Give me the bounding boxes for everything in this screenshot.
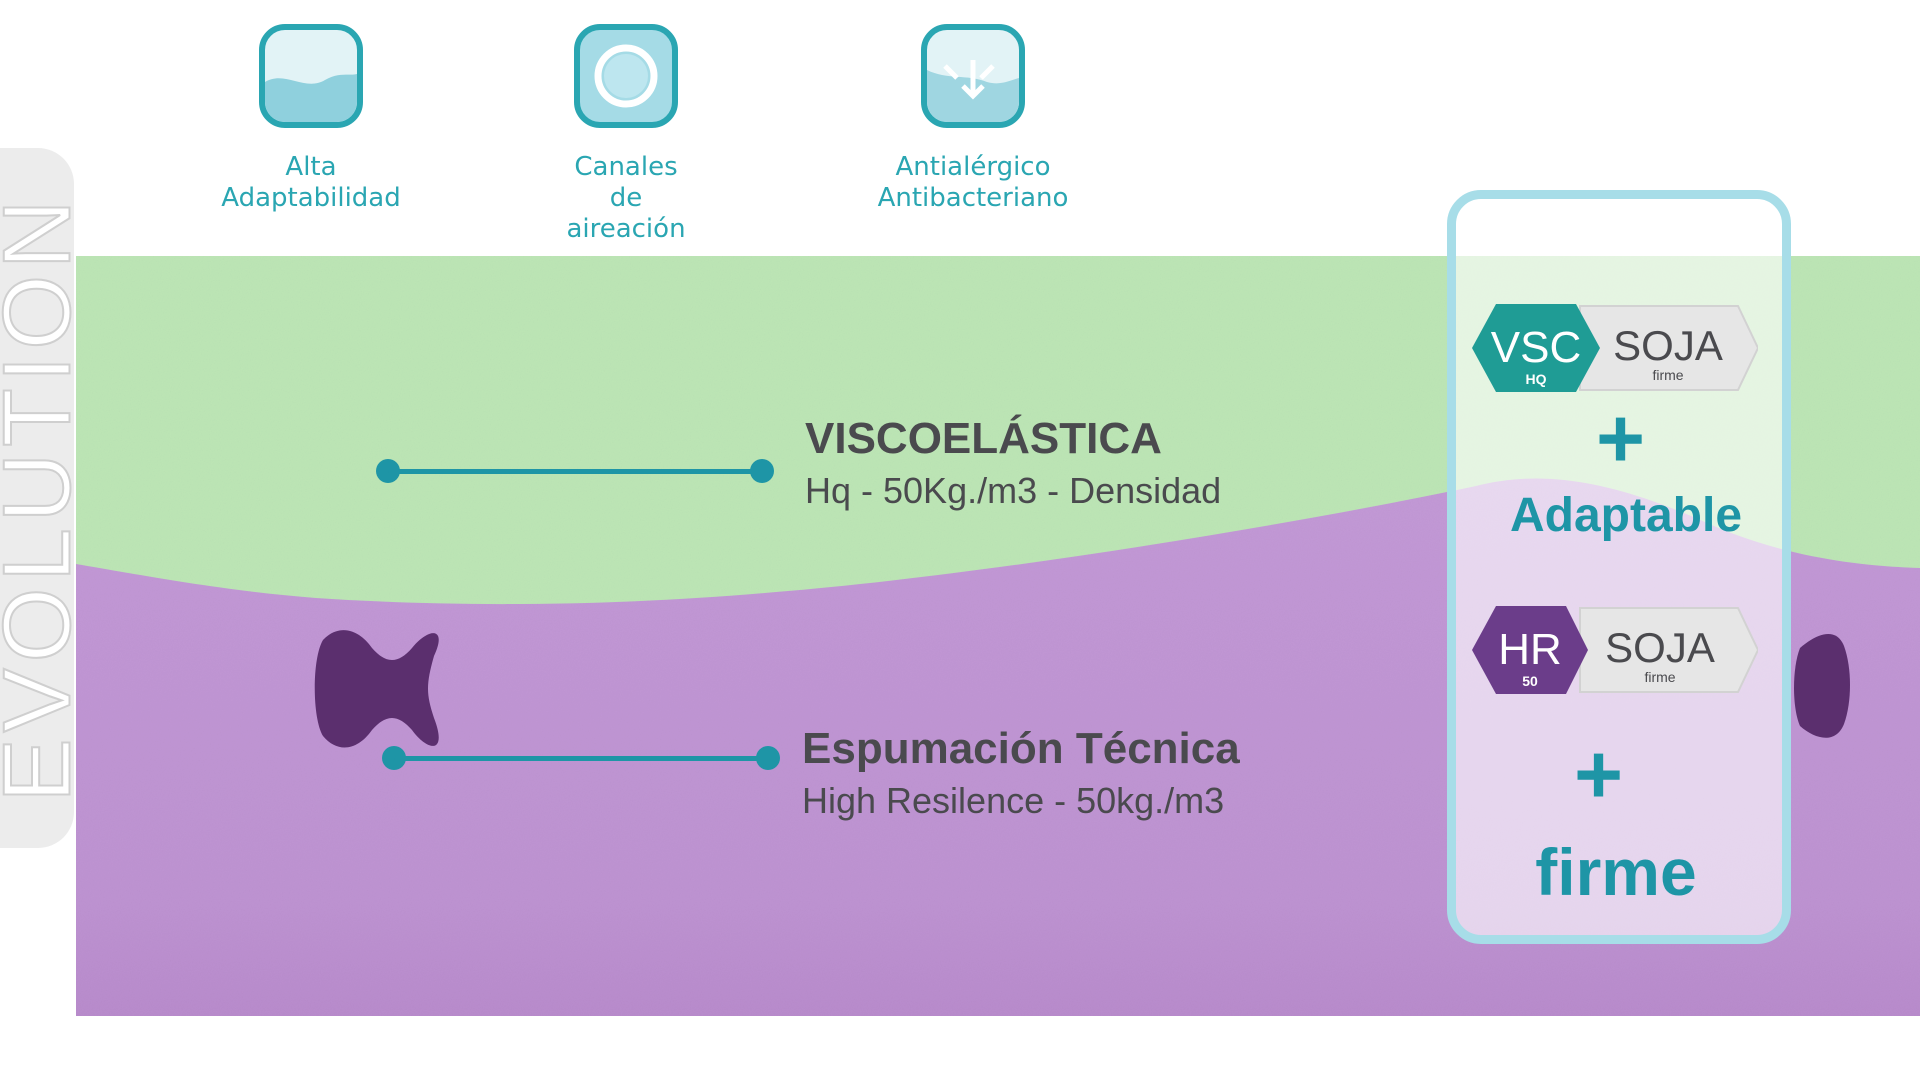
badge-hr-small: 50 [1522, 673, 1538, 689]
badge-vsc-small: HQ [1526, 371, 1547, 387]
badge-hr-text: HR [1498, 625, 1562, 674]
foam-hole-left [314, 630, 439, 748]
hr-layer-title: Espumación Técnica [802, 724, 1240, 773]
badge-soja-text: SOJA [1605, 624, 1715, 671]
side-tab [0, 148, 74, 848]
adaptable-label: Adaptable [1509, 489, 1743, 542]
air-channels-icon [574, 24, 678, 128]
antiallergic-icon [921, 24, 1025, 128]
feature-label: Antialérgico Antibacteriano [877, 152, 1069, 213]
hr-soja-badge: HR 50 SOJA firme [1472, 606, 1758, 694]
hr-layer-subtitle: High Resilence - 50kg./m3 [802, 780, 1225, 821]
firme-label: firme [1535, 835, 1697, 909]
visco-layer-title: VISCOELÁSTICA [805, 414, 1162, 463]
plus-icon: + [1596, 391, 1646, 485]
feature-label: Alta Adaptabilidad [221, 152, 401, 213]
badge-soja-small: firme [1652, 367, 1683, 383]
feature-adaptability: Alta Adaptabilidad [196, 24, 426, 214]
callout-dot [750, 459, 774, 483]
feature-antiallergic: Antialérgico Antibacteriano [848, 24, 1098, 214]
badge-vsc-text: VSC [1491, 323, 1581, 372]
badge-soja-small: firme [1644, 669, 1675, 685]
visco-layer-subtitle: Hq - 50Kg./m3 - Densidad [805, 470, 1222, 511]
callout-line [394, 756, 768, 761]
foam-hole-right [1794, 633, 1850, 738]
callout-line [388, 469, 762, 474]
side-brand-label: EVOLUTION [0, 193, 91, 804]
feature-label: Canales de aireación [566, 152, 686, 244]
adaptability-icon [259, 24, 363, 128]
callout-dot [756, 746, 780, 770]
plus-icon: + [1574, 727, 1624, 821]
badge-soja-text: SOJA [1613, 322, 1723, 369]
feature-air-channels: Canales de aireación [516, 24, 736, 245]
vsc-soja-badge: VSC HQ SOJA firme [1472, 304, 1758, 392]
